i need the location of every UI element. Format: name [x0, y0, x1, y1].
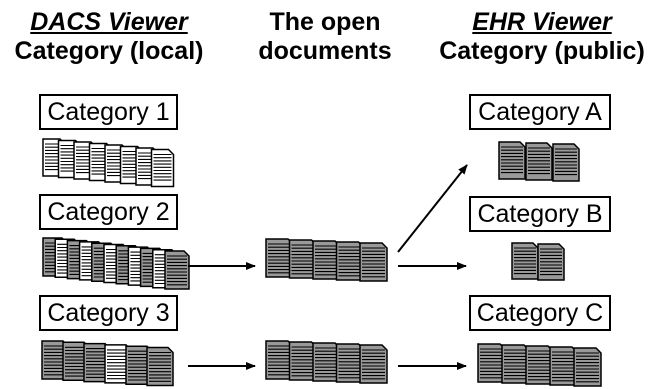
cat1-document [150, 148, 175, 188]
pubC-document [501, 344, 530, 384]
document-stacks [41, 138, 602, 387]
pubC-document [525, 345, 554, 385]
open_row2-document [312, 240, 341, 280]
open_row2-document [265, 238, 294, 278]
pubA-document [525, 142, 553, 181]
cat3-document [146, 346, 174, 387]
open_row3-document [288, 341, 318, 381]
arrows [188, 164, 468, 370]
open_row3-document [359, 344, 388, 384]
category-b-box: Category B [469, 196, 611, 232]
open_row2-document [359, 242, 388, 282]
open_row2-document [288, 239, 318, 279]
ehr-viewer-subtitle: Category (public) [439, 37, 645, 65]
open-documents-line2: documents [258, 37, 392, 65]
pubC-document [477, 343, 506, 383]
ehr-viewer-header: EHR Viewer Category (public) [424, 8, 660, 66]
arrow-open2-to-cat-a [397, 164, 468, 253]
open_row3-document [265, 340, 294, 380]
category-a-box: Category A [469, 94, 611, 130]
pubB-document [537, 243, 565, 281]
dacs-viewer-title: DACS Viewer [30, 8, 188, 36]
open-documents-header: The open documents [240, 8, 410, 66]
pubA-document [552, 143, 580, 182]
pubC-document [549, 346, 578, 386]
pubB-document [511, 242, 539, 280]
dacs-viewer-subtitle: Category (local) [14, 37, 204, 65]
ehr-viewer-title: EHR Viewer [472, 8, 612, 36]
category-1-box: Category 1 [39, 94, 178, 130]
open-documents-line1: The open [269, 8, 381, 36]
dacs-viewer-header: DACS Viewer Category (local) [4, 8, 214, 66]
category-c-box: Category C [469, 295, 611, 331]
category-3-box: Category 3 [39, 295, 178, 331]
cat2-document [164, 250, 190, 290]
pubC-document [573, 347, 602, 387]
pubA-document [498, 141, 526, 180]
category-2-box: Category 2 [39, 194, 178, 230]
